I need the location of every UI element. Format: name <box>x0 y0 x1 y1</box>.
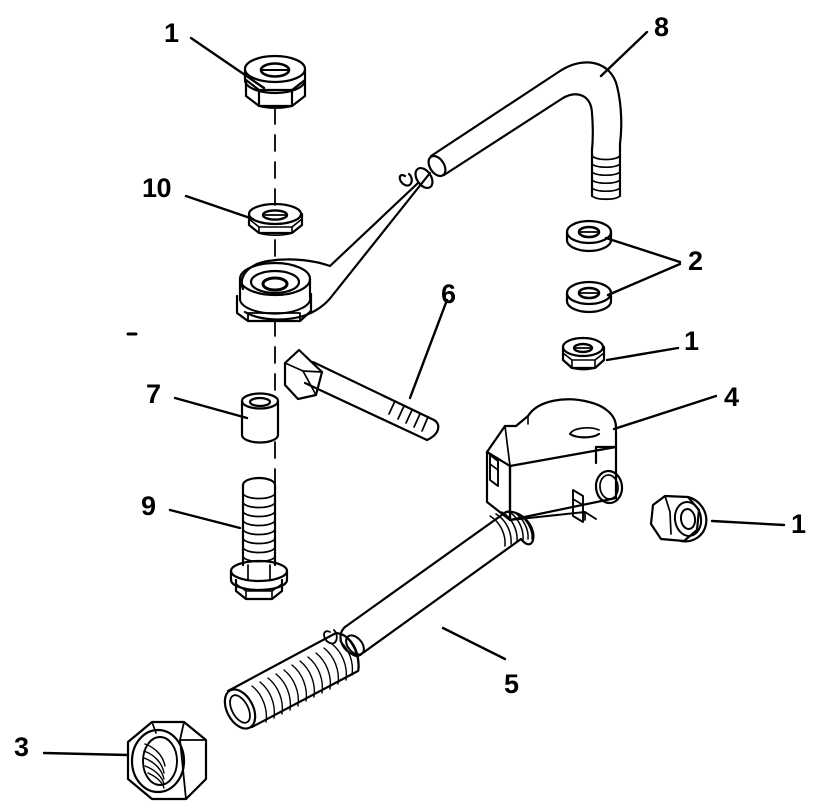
leader-5 <box>441 626 507 661</box>
callout-number-1-lower[interactable]: 1 <box>791 509 806 539</box>
leader-7 <box>173 396 249 420</box>
part-hex-head-bolt <box>283 348 440 442</box>
leader-2-lower <box>606 262 682 297</box>
callout-number-1-top[interactable]: 1 <box>164 18 179 48</box>
callout-number-5[interactable]: 5 <box>504 669 519 699</box>
leader-lines <box>42 30 786 757</box>
callout-number-3[interactable]: 3 <box>14 732 29 762</box>
part-threaded-tie-rod-tube <box>339 510 535 658</box>
leader-10 <box>184 194 255 221</box>
leader-2-upper <box>604 236 682 264</box>
leader-6 <box>408 298 449 400</box>
leader-1-right <box>605 346 680 362</box>
leader-8 <box>599 30 649 78</box>
leader-1-lower <box>710 519 786 527</box>
callout-number-4[interactable]: 4 <box>724 382 739 412</box>
leader-3 <box>42 751 130 757</box>
part-tie-rod-end-body <box>235 166 434 323</box>
callout-number-10[interactable]: 10 <box>142 173 172 203</box>
part-steering-arm-bracket <box>485 398 624 523</box>
part-flange-lock-nut <box>247 202 304 237</box>
part-flange-head-bolt <box>229 476 289 601</box>
callout-number-6[interactable]: 6 <box>441 279 456 309</box>
callout-number-9[interactable]: 9 <box>141 491 156 521</box>
callout-number-2[interactable]: 2 <box>688 246 703 276</box>
callout-number-8[interactable]: 8 <box>654 12 669 42</box>
part-threaded-tube-left-end <box>223 629 360 730</box>
part-curved-steering-link <box>427 61 623 201</box>
part-nylon-lock-nut-top <box>243 54 307 109</box>
callout-number-1-right[interactable]: 1 <box>684 326 699 356</box>
leader-1-top <box>189 36 266 90</box>
part-spacer-bushing <box>240 392 280 444</box>
part-nylon-lock-nut-right <box>561 336 606 371</box>
leader-4 <box>612 394 718 431</box>
leader-9 <box>168 508 242 530</box>
callout-number-7[interactable]: 7 <box>146 379 161 409</box>
part-nylon-lock-nut-lower <box>649 494 708 543</box>
